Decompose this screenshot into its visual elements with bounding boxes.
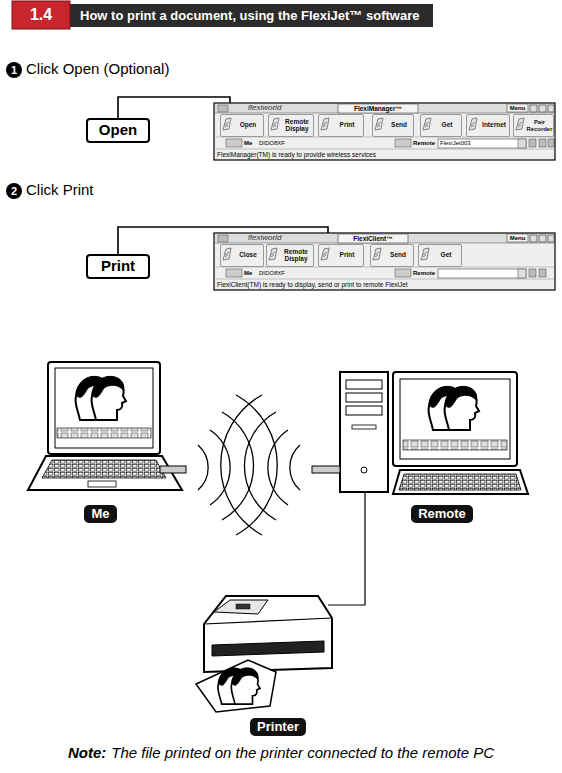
toolbar-window	[214, 103, 555, 160]
toolbar-button: Print	[318, 244, 364, 267]
field-label: Remote	[413, 140, 435, 147]
device-label: Me	[84, 505, 117, 523]
toolbar-window	[214, 233, 555, 290]
toolbar-button: Get	[420, 114, 462, 137]
toolbar-window: flexiworld FlexiManager™ MenuMe DIDO8XF Remo…	[214, 103, 555, 160]
toolbar-button: Get	[418, 244, 462, 267]
remote-pc	[312, 372, 528, 605]
button-label: Print	[331, 245, 363, 266]
field-label: Me	[244, 270, 252, 277]
toolbar-button: Send	[372, 114, 414, 137]
button-label: Send	[383, 245, 413, 266]
laptop	[28, 362, 186, 490]
device-field: FlexiJet003	[440, 140, 471, 147]
button-label: Get	[433, 115, 461, 136]
section-number: 1.4	[30, 6, 52, 24]
status-text: FlexiClient(TM) is ready to display, sen…	[217, 281, 408, 288]
device-label: Printer	[250, 718, 306, 736]
callout-button: Print	[86, 254, 150, 279]
window-title: FlexiClient™	[338, 235, 408, 242]
callout-text: Open	[99, 122, 137, 139]
title-bar: How to print a document, using the Flexi…	[70, 4, 433, 27]
toolbar-button: Remote Display	[268, 114, 314, 137]
toolbar-button: Print	[318, 114, 364, 137]
note-text: The file printed on the printer connecte…	[111, 744, 494, 761]
step-text: Click Print	[26, 182, 94, 199]
device-name: Printer	[257, 720, 299, 734]
button-label: Open	[233, 115, 263, 136]
note-line: Note: The file printed on the printer con…	[0, 744, 562, 762]
step-circle	[6, 62, 22, 78]
printer	[196, 596, 332, 712]
title-text: How to print a document, using the Flexi…	[80, 8, 419, 23]
field-label: Remote	[413, 270, 435, 277]
menu-button: Menu	[507, 105, 528, 112]
toolbar-button: Open	[220, 114, 264, 137]
button-label: Close	[233, 245, 263, 266]
button-label: Print	[331, 115, 363, 136]
device-name: Me	[91, 507, 109, 521]
button-label: Remote Display	[279, 245, 313, 266]
button-label: Send	[385, 115, 413, 136]
button-label: Get	[431, 245, 461, 266]
step-number: 2	[6, 183, 22, 199]
window-title: FlexiManager™	[338, 105, 418, 112]
toolbar-button: Send	[370, 244, 414, 267]
header-bar	[12, 1, 70, 29]
toolbar-window: flexiworld FlexiClient™ MenuMe DIDO8XF Remot…	[214, 233, 555, 290]
pointer-arrow	[118, 97, 230, 118]
step-circle	[6, 183, 22, 199]
device-id: DIDO8XF	[259, 270, 285, 277]
brand-text: flexiworld	[248, 234, 281, 243]
button-label: Remote Display	[281, 115, 313, 136]
step-number: 1	[6, 62, 22, 78]
device-label: Remote	[411, 505, 473, 523]
callout-text: Print	[101, 258, 135, 275]
brand-text: flexiworld	[248, 104, 281, 113]
callout-button: Open	[86, 118, 150, 143]
status-text: FlexiManager(TM) is ready to provide wir…	[217, 151, 376, 158]
note-heading: Note:	[68, 744, 106, 761]
button-label: Pair Recorder	[526, 115, 553, 136]
field-label: Me	[244, 140, 252, 147]
toolbar-button: Internet	[466, 114, 510, 137]
menu-button: Menu	[507, 235, 528, 242]
device-name: Remote	[418, 507, 466, 521]
step-text: Click Open (Optional)	[26, 61, 169, 78]
toolbar-button: Pair Recorder	[513, 114, 554, 137]
button-label: Internet	[479, 115, 509, 136]
toolbar-button: Remote Display	[266, 244, 314, 267]
section-number-box: 1.4	[12, 1, 70, 29]
toolbar-button: Close	[220, 244, 264, 267]
wireless-waves	[198, 395, 300, 535]
device-id: DIDO8XF	[259, 140, 285, 147]
